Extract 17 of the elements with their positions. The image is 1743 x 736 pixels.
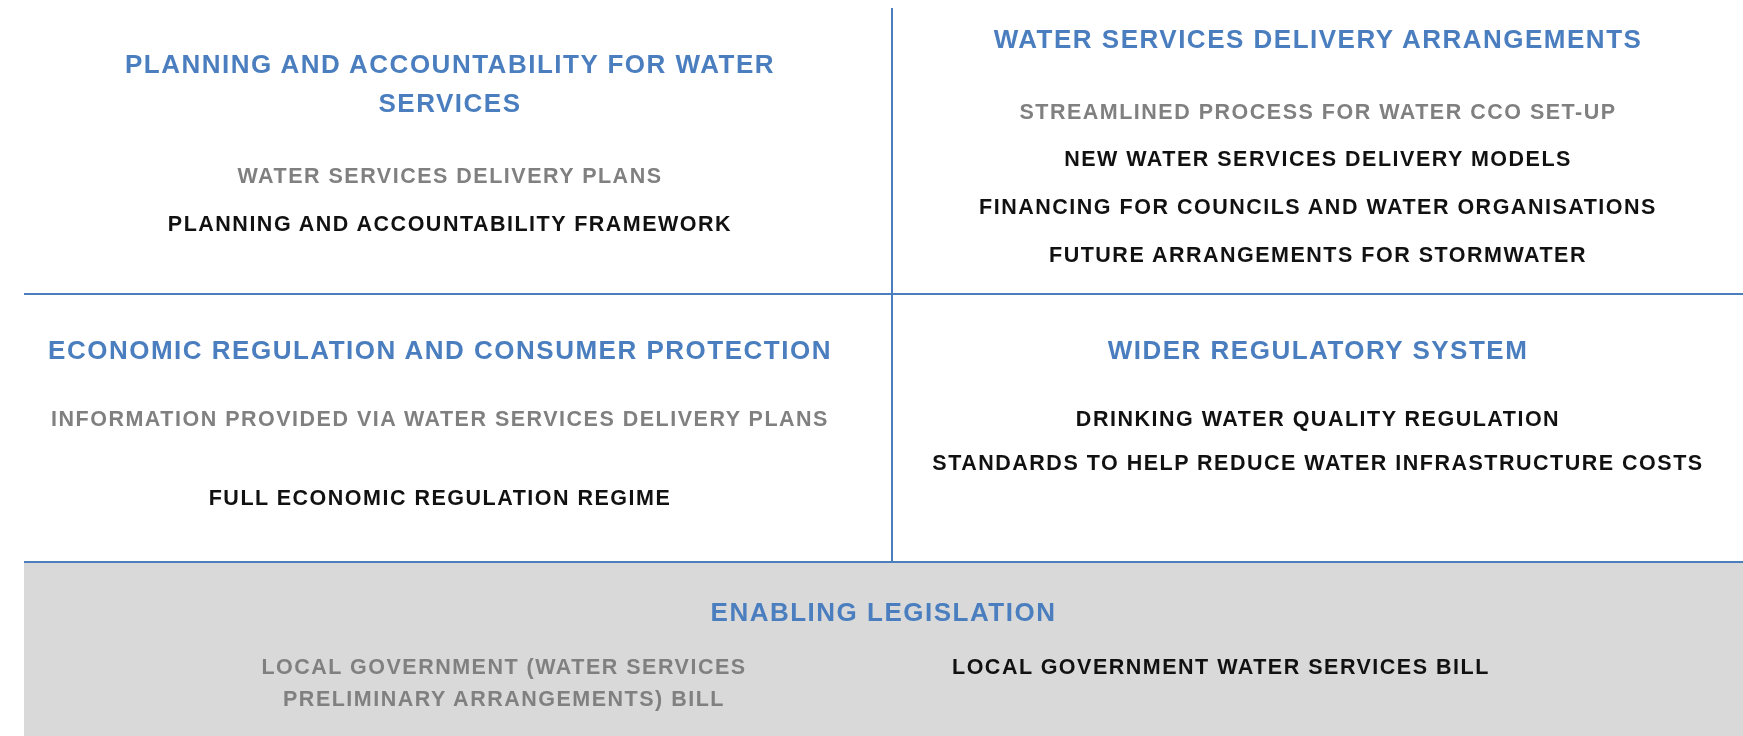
section-heading: WIDER REGULATORY SYSTEM (1106, 334, 1530, 367)
item-text: FUTURE ARRANGEMENTS FOR STORMWATER (1048, 242, 1588, 269)
item-text: FULL ECONOMIC REGULATION REGIME (207, 485, 673, 512)
item-text: STREAMLINED PROCESS FOR WATER CCO SET-UP (1018, 99, 1618, 126)
section-heading: WATER SERVICES DELIVERY ARRANGEMENTS (992, 23, 1644, 56)
item-text: PLANNING AND ACCOUNTABILITY FRAMEWORK (166, 211, 734, 238)
section-heading: ECONOMIC REGULATION AND CONSUMER PROTECTION (47, 334, 833, 367)
item-text: WATER SERVICES DELIVERY PLANS (236, 163, 664, 190)
item-text: LOCAL GOVERNMENT (WATER SERVICES PRELIMINARY ARRANGEMENTS) BILL (260, 654, 748, 714)
item-text: FINANCING FOR COUNCILS AND WATER ORGANISATIONS (978, 194, 1658, 221)
section-heading: PLANNING AND ACCOUNTABILITY FOR WATER SERVICES (123, 48, 777, 120)
item-text: NEW WATER SERVICES DELIVERY MODELS (1063, 146, 1573, 173)
item-text: INFORMATION PROVIDED VIA WATER SERVICES DELIVERY PLANS (50, 406, 830, 433)
section-heading: ENABLING LEGISLATION (709, 596, 1058, 629)
item-text: DRINKING WATER QUALITY REGULATION (1074, 406, 1562, 433)
item-text: LOCAL GOVERNMENT WATER SERVICES BILL (952, 654, 1491, 681)
item-text: STANDARDS TO HELP REDUCE WATER INFRASTRUCTURE COSTS (931, 450, 1705, 477)
